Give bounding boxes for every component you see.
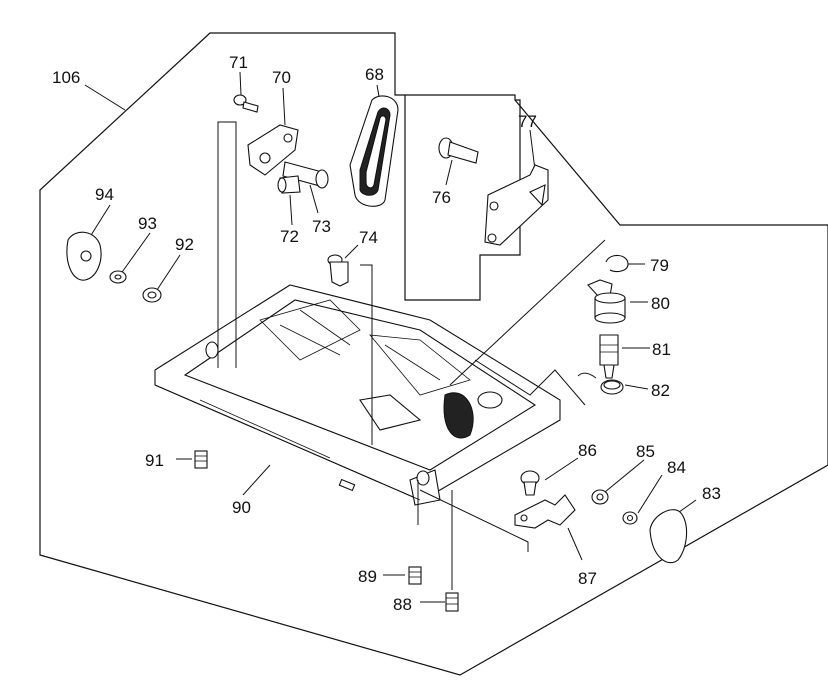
callout-93: 93 <box>138 214 157 233</box>
callout-87: 87 <box>578 569 597 588</box>
bushing-80 <box>587 279 626 324</box>
callout-91: 91 <box>145 451 164 470</box>
pin-72 <box>277 175 301 194</box>
callout-80: 80 <box>651 294 670 313</box>
callout-79: 79 <box>650 256 669 275</box>
bracket-70 <box>247 124 299 176</box>
spring-91 <box>194 450 208 469</box>
spring-82 <box>577 372 624 395</box>
shaft-81 <box>599 334 619 379</box>
callout-73: 73 <box>312 217 331 236</box>
spring-88 <box>445 592 459 612</box>
callout-86: 86 <box>578 441 597 460</box>
knob-83 <box>649 509 688 564</box>
screw-74 <box>327 254 349 287</box>
screw-76 <box>438 137 479 164</box>
assembly-boundary-106 <box>39 32 828 676</box>
pin-73 <box>282 161 329 189</box>
callout-72: 72 <box>280 227 299 246</box>
callout-83: 83 <box>702 484 721 503</box>
callout-76: 76 <box>432 188 451 207</box>
callout-89: 89 <box>358 567 377 586</box>
callout-85: 85 <box>636 442 655 461</box>
knob-94 <box>66 231 102 281</box>
lever-plate-77 <box>484 164 549 246</box>
callout-74: 74 <box>359 228 378 247</box>
callout-68: 68 <box>365 65 384 84</box>
washer-85 <box>591 489 609 505</box>
callout-77: 77 <box>518 112 537 131</box>
callout-88: 88 <box>393 595 412 614</box>
callout-90: 90 <box>232 498 251 517</box>
subgroup-boundary-77 <box>404 95 521 301</box>
spring-89 <box>408 566 422 585</box>
callout-94: 94 <box>95 185 114 204</box>
screw-86 <box>520 470 540 496</box>
callout-labels: 106 71 70 68 77 76 94 93 92 73 72 74 79 … <box>52 53 721 614</box>
washer-92 <box>142 287 162 303</box>
callout-71: 71 <box>229 53 248 72</box>
leader-lines <box>84 71 697 603</box>
callout-92: 92 <box>175 235 194 254</box>
assembly-guide-lines <box>217 121 606 590</box>
callout-106: 106 <box>52 68 80 87</box>
callout-81: 81 <box>652 340 671 359</box>
washer-84 <box>622 511 638 525</box>
lever-68 <box>349 95 399 207</box>
callout-70: 70 <box>272 68 291 87</box>
callout-82: 82 <box>651 381 670 400</box>
plate-87 <box>514 494 576 529</box>
clip-79 <box>605 254 629 273</box>
callout-84: 84 <box>667 458 686 477</box>
screw-71 <box>233 94 259 113</box>
base-plate <box>154 284 561 506</box>
washer-93 <box>109 270 127 284</box>
